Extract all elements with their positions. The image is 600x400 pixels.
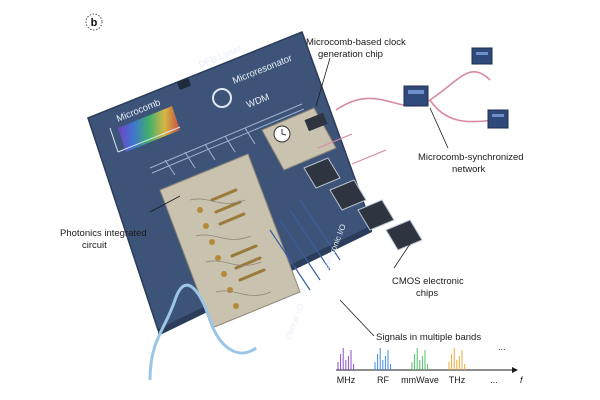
spectrum-band-label: RF xyxy=(377,375,389,385)
spectrum-axis-arrow xyxy=(512,367,518,373)
optical-io-label: Optical I/O xyxy=(284,302,307,340)
network-label-line2: network xyxy=(452,164,486,175)
spectrum-band-label: THz xyxy=(449,375,466,385)
optical-input-wave xyxy=(148,283,257,381)
board-pink-traces xyxy=(317,133,387,165)
cmos-chip xyxy=(329,179,367,211)
clock-chip-label-line1: Microcomb-based clock xyxy=(306,37,406,48)
panel-letter-badge: b xyxy=(85,13,103,31)
spectrum-band-label: MHz xyxy=(337,375,356,385)
network-label-line1: Microcomb-synchronized xyxy=(418,152,524,163)
annotation-leaders xyxy=(149,57,449,337)
cmos-chip xyxy=(303,157,341,189)
electrical-interconnects xyxy=(269,199,341,291)
microresonator-ring xyxy=(212,88,232,108)
network-node xyxy=(487,109,509,129)
spectrum-axis-symbol: f xyxy=(520,375,524,385)
spectrum-plot: MHz RF mmWave THz... f ... xyxy=(336,342,524,385)
signals-label: Signals in multiple bands xyxy=(376,332,481,343)
spectrum-ellipsis: ... xyxy=(498,342,506,352)
photonic-die xyxy=(159,153,301,329)
cmos-chip xyxy=(357,199,395,231)
pic-label-line2: circuit xyxy=(82,240,107,251)
pic-label-line1: Photonics integrated xyxy=(60,228,147,239)
cmos-label-line1: CMOS electronic xyxy=(392,276,464,287)
clock-generation-chip xyxy=(261,107,337,171)
panel-letter: b xyxy=(91,17,98,29)
network-node xyxy=(403,85,429,107)
cmos-chip xyxy=(385,219,423,251)
clock-chip-label-line2: generation chip xyxy=(318,49,383,60)
cmos-label-line2: chips xyxy=(416,288,438,299)
spectrum-band-label: ... xyxy=(490,375,498,385)
microcomb-spectrum xyxy=(109,106,181,153)
network-node xyxy=(471,47,493,65)
dfb-laser-block xyxy=(176,78,192,90)
photonic-die-components xyxy=(189,188,272,309)
board-waveguides xyxy=(149,103,305,176)
network-fiber-link xyxy=(335,70,491,111)
spectrum-band-label: mmWave xyxy=(401,375,439,385)
